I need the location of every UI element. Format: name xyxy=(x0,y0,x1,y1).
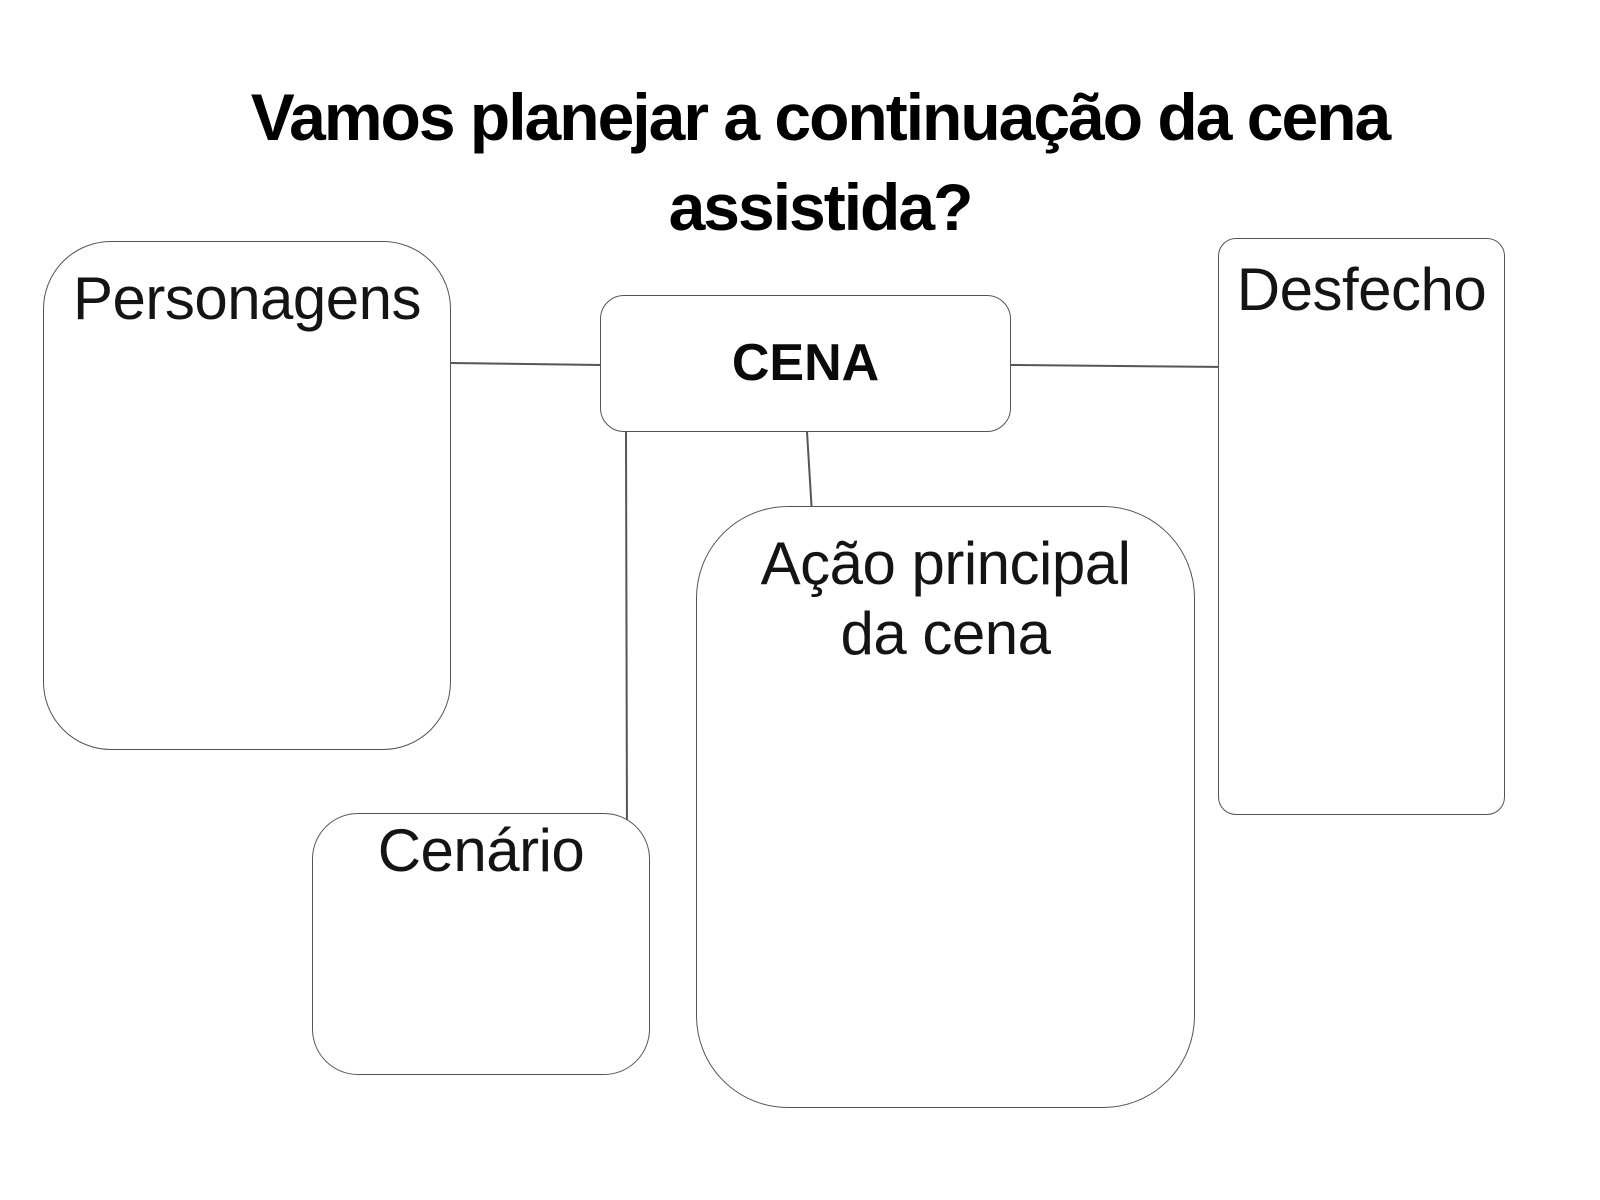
node-acao-principal-label: Ação principal da cena xyxy=(760,530,1131,667)
node-cena[interactable]: CENA xyxy=(600,295,1011,432)
connector-personagens-cena xyxy=(450,362,602,366)
node-cenario-label: Cenário xyxy=(377,817,585,884)
node-desfecho-label: Desfecho xyxy=(1236,256,1487,323)
node-cenario[interactable]: Cenário xyxy=(312,813,650,1075)
node-desfecho[interactable]: Desfecho xyxy=(1218,238,1505,815)
connector-cena-acao xyxy=(806,431,813,515)
node-cena-label: CENA xyxy=(731,334,880,393)
node-personagens[interactable]: Personagens xyxy=(43,241,451,750)
node-personagens-label: Personagens xyxy=(72,265,422,332)
slide-title: Vamos planejar a continuação da cena ass… xyxy=(250,80,1391,244)
connector-cena-desfecho xyxy=(1010,364,1229,368)
connector-cena-cenario xyxy=(625,431,628,839)
node-acao-principal[interactable]: Ação principal da cena xyxy=(696,506,1195,1108)
